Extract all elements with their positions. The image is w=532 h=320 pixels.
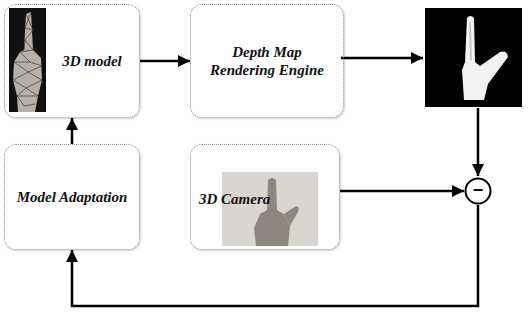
arrow-line bbox=[477, 108, 480, 176]
flow-arrow bbox=[72, 205, 478, 306]
model-box: 3D model bbox=[4, 4, 140, 118]
flow-arrow bbox=[340, 190, 464, 193]
node-label: Depth Map Rendering Engine bbox=[201, 43, 333, 79]
arrow-line bbox=[341, 57, 423, 60]
flow-arrow bbox=[140, 60, 190, 63]
process-box: Depth Map Rendering Engine bbox=[190, 4, 344, 118]
depth-map-image bbox=[425, 8, 522, 107]
flow-arrow bbox=[71, 118, 74, 144]
process-box: Model Adaptation bbox=[4, 144, 140, 250]
operator-sign: − bbox=[473, 181, 484, 199]
camera-box: 3D Camera bbox=[190, 144, 340, 250]
node-label: 3D Camera bbox=[199, 190, 270, 208]
hand-mesh-image bbox=[9, 8, 46, 112]
node-label: 3D model bbox=[62, 52, 122, 70]
node-label: Model Adaptation bbox=[17, 188, 128, 206]
subtract-junction: − bbox=[464, 177, 492, 205]
camera-photo bbox=[222, 172, 318, 246]
